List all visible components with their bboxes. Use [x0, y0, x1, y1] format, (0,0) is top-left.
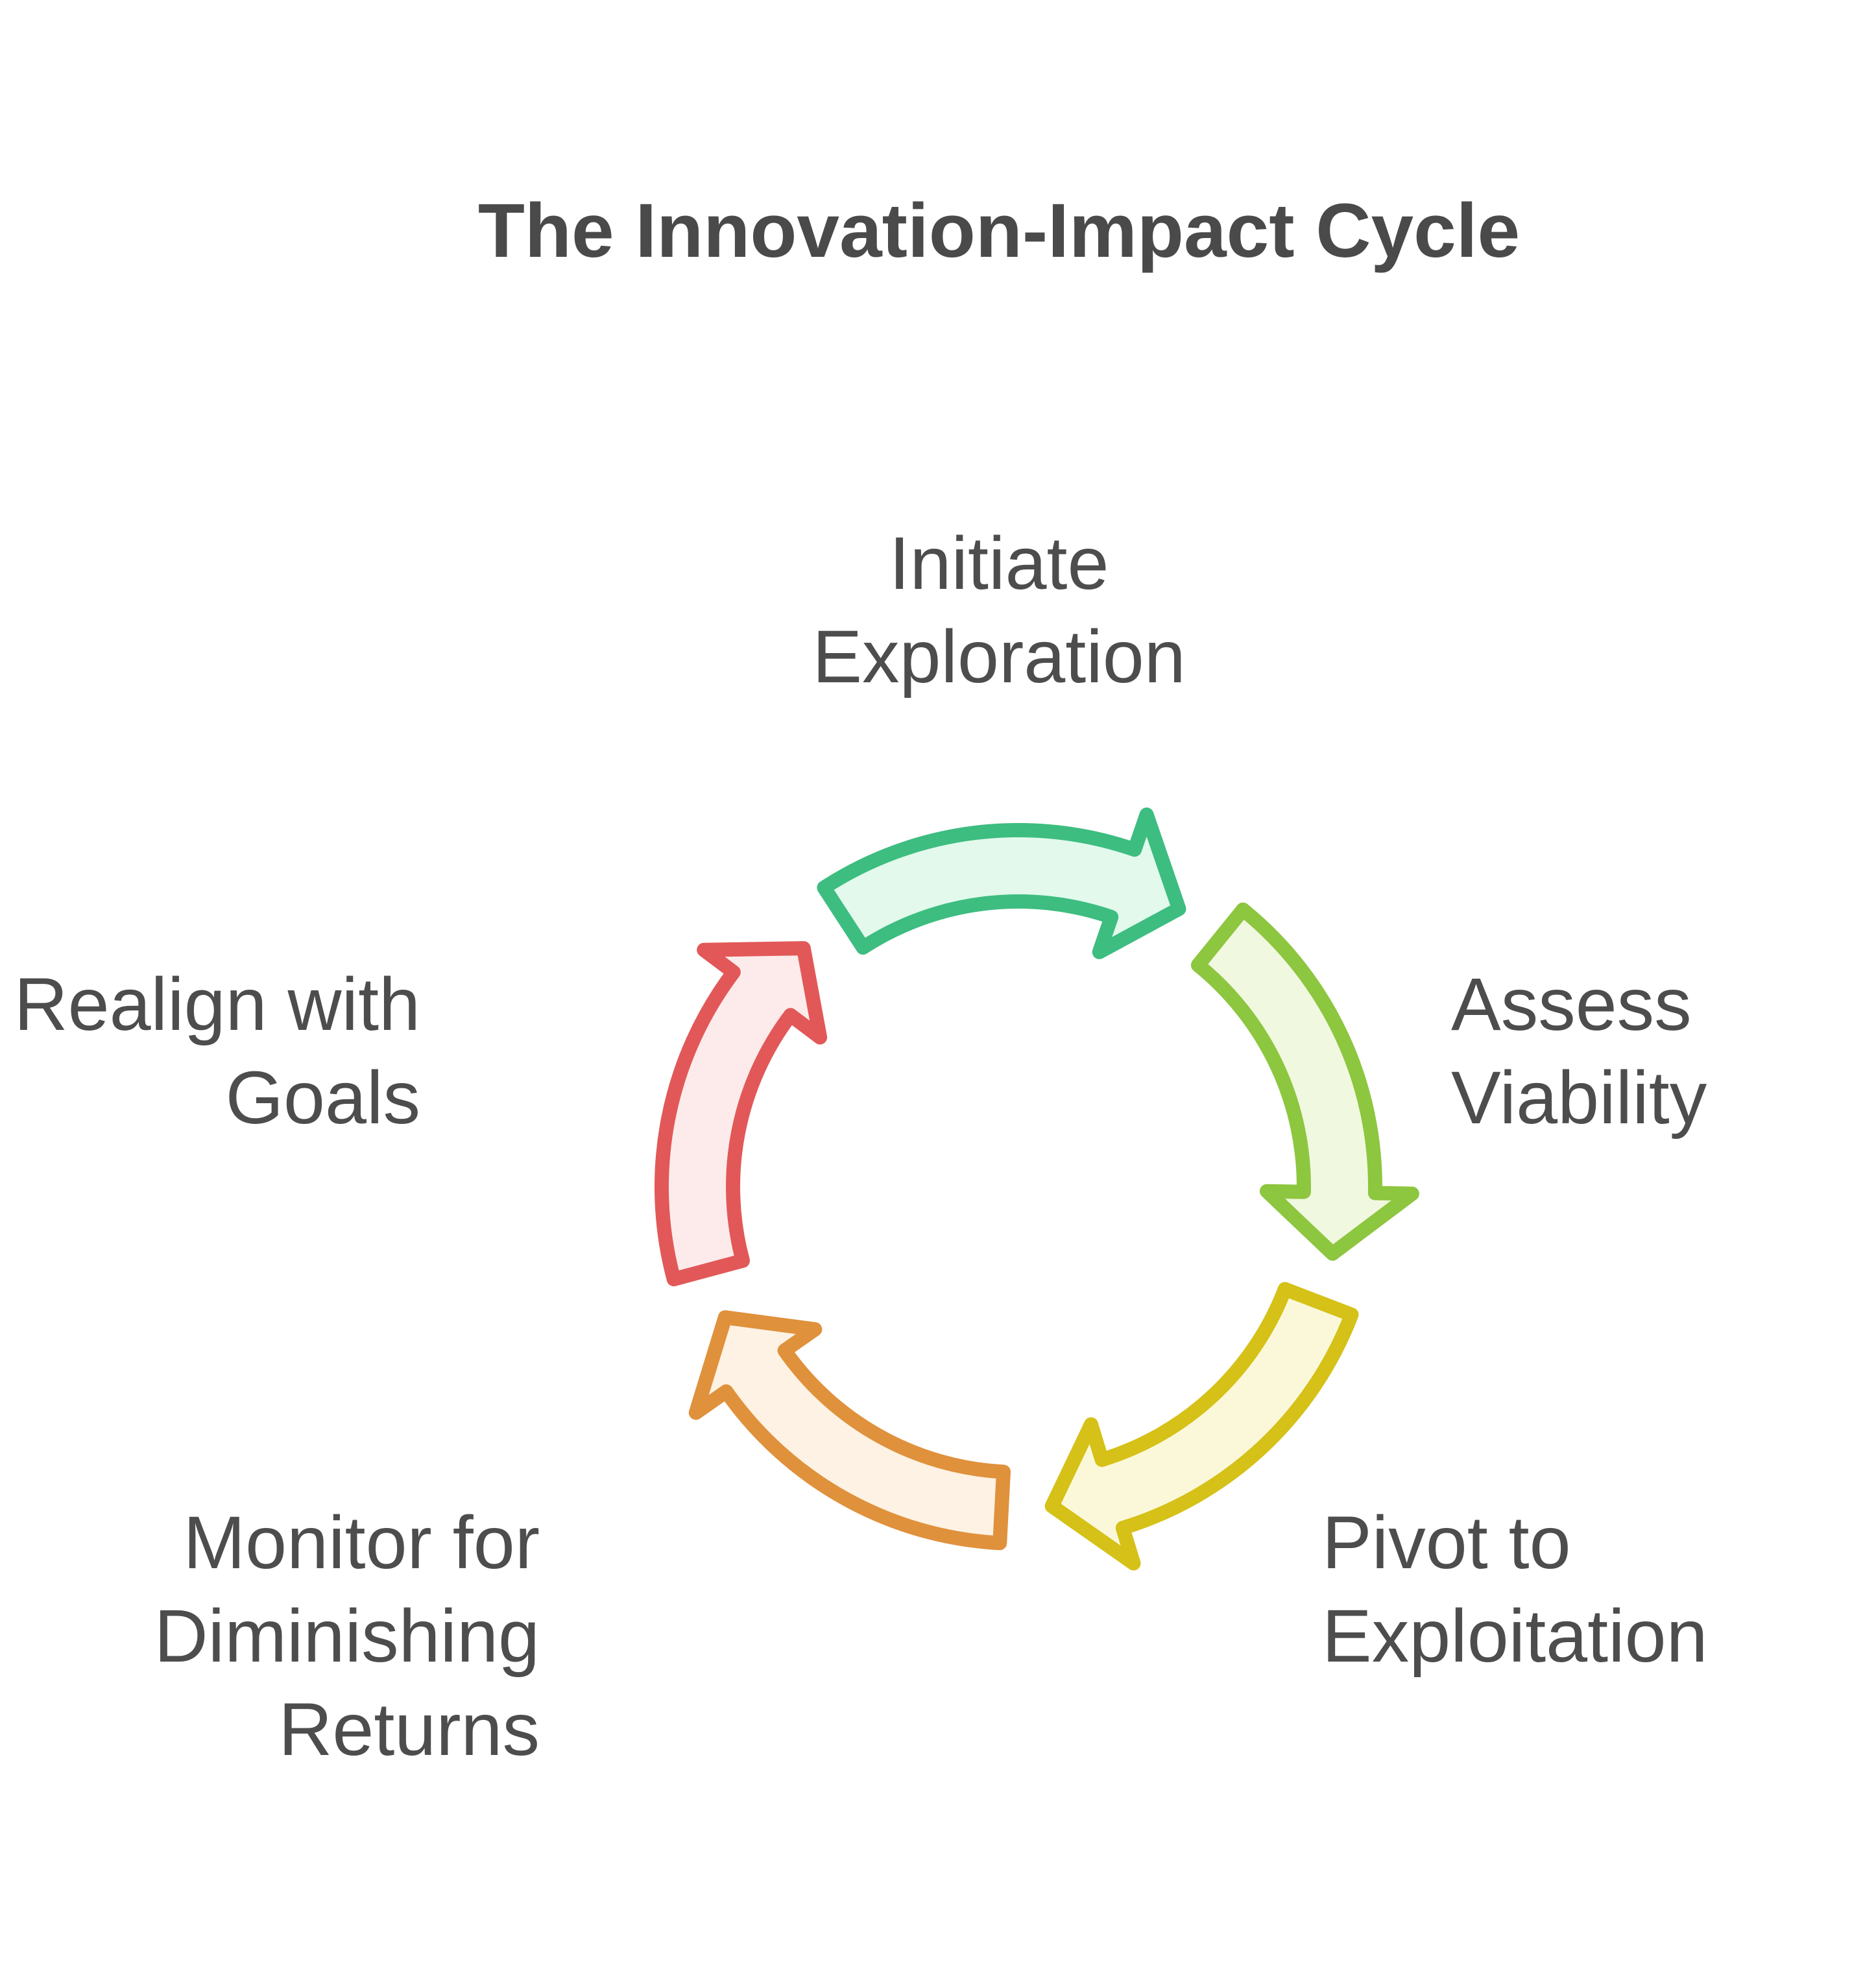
step-label-initiate-exploration: Initiate Exploration: [812, 522, 1186, 698]
arrow-realign-with-goals: [655, 941, 828, 1287]
arrow-initiate-exploration: [817, 807, 1186, 959]
diagram-title: The Innovation-Impact Cycle: [477, 188, 1521, 274]
arrow-assess-viability: [1190, 902, 1419, 1261]
arrow-monitor-for-diminishing-returns: [688, 1310, 1011, 1551]
arrow-pivot-to-exploitation: [1044, 1282, 1359, 1571]
step-label-realign-with-goals: Realign with Goals: [14, 963, 420, 1140]
step-label-pivot-to-exploitation: Pivot to Exploitation: [1322, 1501, 1708, 1678]
step-label-monitor-for-diminishing-returns: Monitor for Diminishing Returns: [154, 1501, 540, 1771]
step-label-assess-viability: Assess Viability: [1451, 963, 1707, 1140]
